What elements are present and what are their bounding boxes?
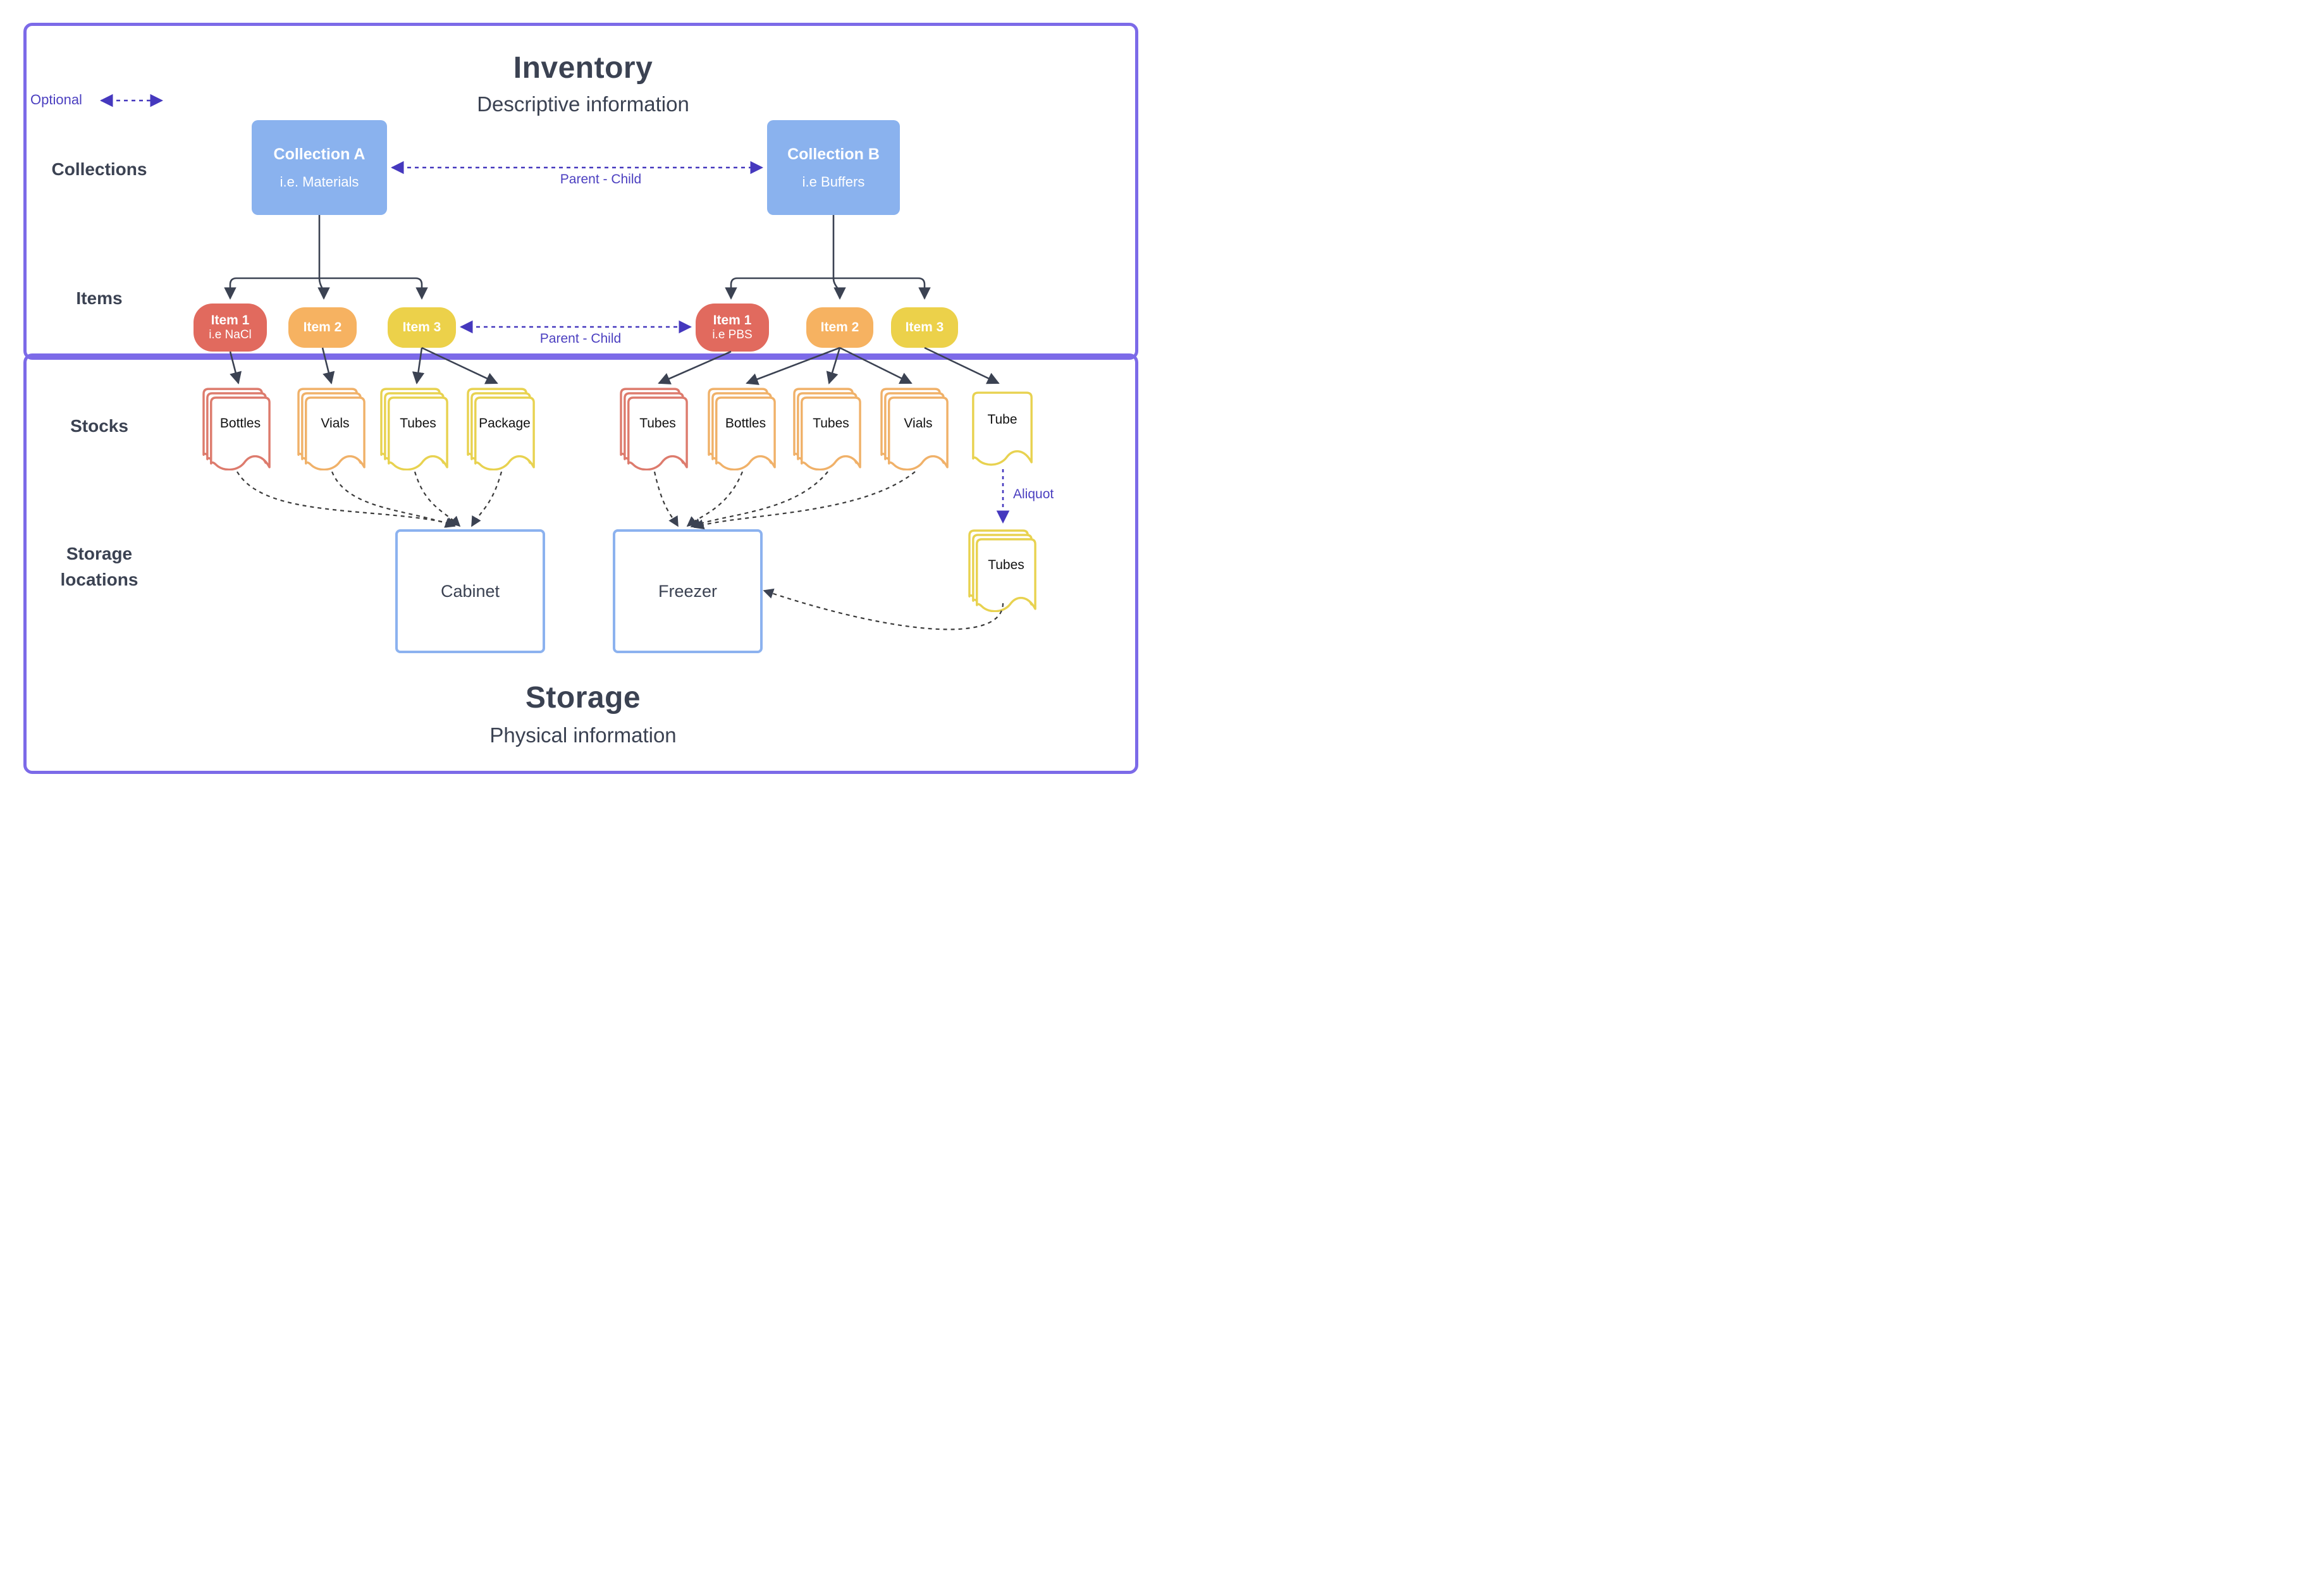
collection-subtitle: i.e Buffers xyxy=(802,173,865,190)
stock-label: Tubes xyxy=(639,416,676,431)
collection-subtitle: i.e. Materials xyxy=(280,173,359,190)
stock-package-left: Package xyxy=(467,387,536,471)
aliquot-label: Aliquot xyxy=(1013,487,1054,501)
item-label: Item 2 xyxy=(820,319,859,334)
collection-title: Collection A xyxy=(273,145,366,163)
collection-b-node: Collection B i.e Buffers xyxy=(767,120,900,215)
stock-bottles-left: Bottles xyxy=(202,387,272,471)
item-label: Item 3 xyxy=(905,319,944,334)
item-node-right-1: Item 1 i.e PBS xyxy=(696,304,769,352)
item-label: Item 3 xyxy=(402,319,441,334)
stock-label: Vials xyxy=(904,416,933,431)
item-node-right-3: Item 3 xyxy=(891,307,958,348)
stock-label: Tubes xyxy=(813,416,849,431)
item-sublabel: i.e PBS xyxy=(712,328,753,342)
item-sublabel: i.e NaCl xyxy=(209,328,252,342)
stock-tube-single: Tube xyxy=(968,387,1038,470)
collection-title: Collection B xyxy=(787,145,880,163)
item-label: Item 1 xyxy=(211,313,250,328)
storage-location-label: Cabinet xyxy=(440,581,500,601)
storage-location-label: Freezer xyxy=(658,581,718,601)
stock-label: Bottles xyxy=(219,416,261,431)
stock-tubes-right-orange: Tubes xyxy=(793,387,863,471)
stock-tubes-aliquot: Tubes xyxy=(968,529,1038,613)
row-label-collections: Collections xyxy=(51,159,147,179)
inventory-title: Inventory xyxy=(513,51,653,85)
stock-label: Tubes xyxy=(988,558,1024,572)
items-parent-child-label: Parent - Child xyxy=(539,331,622,346)
storage-subtitle: Physical information xyxy=(489,723,677,747)
stock-vials-left: Vials xyxy=(297,387,367,471)
stock-label: Package xyxy=(479,416,531,431)
item-node-left-3: Item 3 xyxy=(388,307,456,348)
stock-label: Bottles xyxy=(725,416,766,431)
stock-tubes-left: Tubes xyxy=(380,387,450,471)
row-label-storage-locations: Storage locations xyxy=(60,544,138,589)
optional-legend-label: Optional xyxy=(30,92,82,107)
stock-tubes-right-red: Tubes xyxy=(620,387,689,471)
item-node-left-1: Item 1 i.e NaCl xyxy=(194,304,267,352)
storage-section-frame xyxy=(23,353,1138,774)
document-icon xyxy=(972,391,1033,466)
item-label: Item 2 xyxy=(303,319,342,334)
stock-vials-right: Vials xyxy=(880,387,950,471)
row-label-stocks: Stocks xyxy=(70,416,128,436)
item-node-left-2: Item 2 xyxy=(288,307,357,348)
storage-title: Storage xyxy=(525,681,641,715)
item-node-right-2: Item 2 xyxy=(806,307,873,348)
item-label: Item 1 xyxy=(713,313,752,328)
stock-label: Vials xyxy=(321,416,350,431)
inventory-subtitle: Descriptive information xyxy=(477,92,689,116)
collections-parent-child-label: Parent - Child xyxy=(560,172,642,187)
stock-label: Tube xyxy=(987,412,1018,427)
collection-a-node: Collection A i.e. Materials xyxy=(252,120,387,215)
stock-bottles-right: Bottles xyxy=(708,387,777,471)
diagram-canvas: Inventory Descriptive information Storag… xyxy=(0,0,1162,794)
storage-location-cabinet: Cabinet xyxy=(395,529,545,653)
inventory-section-frame xyxy=(23,23,1138,360)
storage-location-freezer: Freezer xyxy=(613,529,763,653)
stock-label: Tubes xyxy=(400,416,436,431)
row-label-items: Items xyxy=(76,288,123,308)
